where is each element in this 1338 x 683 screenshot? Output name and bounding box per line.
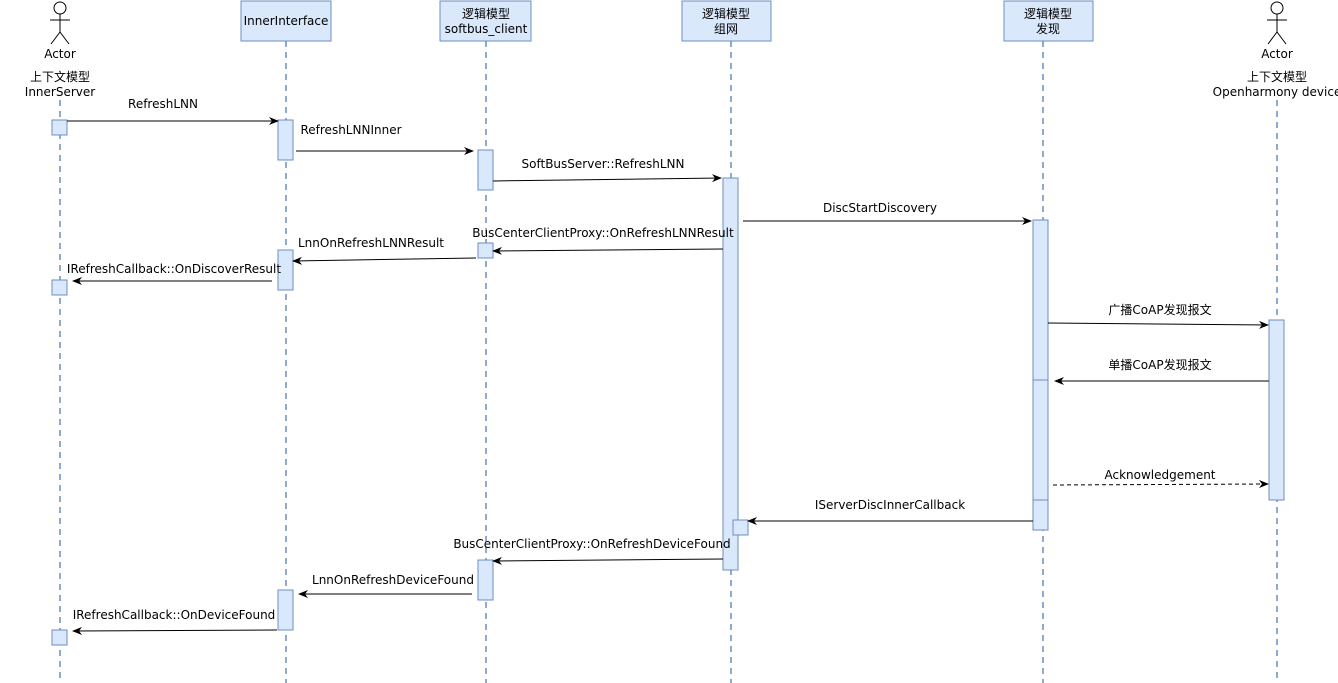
- actor-stereotype: Actor: [44, 47, 76, 61]
- actor-name-line1: 上下文模型: [1247, 69, 1307, 84]
- actor-name-line2: InnerServer: [25, 85, 95, 99]
- message-label: IRefreshCallback::OnDeviceFound: [73, 608, 276, 622]
- activation-bar: [477, 149, 494, 191]
- activation-bar: [1268, 319, 1285, 501]
- message-label: SoftBusServer::RefreshLNN: [522, 157, 685, 171]
- activation-bar: [51, 279, 68, 296]
- message-label: RefreshLNNInner: [300, 123, 401, 137]
- message-arrow: [492, 246, 724, 255]
- actor-inner-server: Actor 上下文模型 InnerServer: [25, 1, 95, 99]
- participant-label: 逻辑模型: [1024, 7, 1072, 21]
- participant-inner-interface: InnerInterface: [240, 0, 332, 42]
- message-arrow: [492, 174, 722, 183]
- activation-bar: [477, 242, 494, 259]
- stick-figure-icon: [50, 1, 70, 45]
- message-label: DiscStartDiscovery: [823, 201, 937, 215]
- activation-bar: [51, 119, 68, 136]
- stick-figure-icon: [1267, 1, 1287, 45]
- activation-bar: [732, 519, 749, 536]
- activation-bar: [277, 119, 294, 161]
- message-label: RefreshLNN: [128, 97, 198, 111]
- message-label: 单播CoAP发现报文: [1108, 357, 1211, 372]
- message-label: Acknowledgement: [1104, 468, 1215, 482]
- message-arrow: [72, 626, 278, 635]
- participant-discovery: 逻辑模型 发现: [1003, 0, 1094, 42]
- actor-name-line2: Openharmony device: [1213, 85, 1338, 99]
- activation-bar: [722, 177, 739, 571]
- participant-label: 逻辑模型: [702, 7, 750, 21]
- actor-name-line1: 上下文模型: [30, 69, 90, 84]
- activation-bar: [477, 559, 494, 601]
- message-label: BusCenterClientProxy::OnRefreshDeviceFou…: [453, 537, 730, 551]
- message-label: IRefreshCallback::OnDiscoverResult: [67, 262, 281, 276]
- participant-networking: 逻辑模型 组网: [681, 0, 772, 42]
- activation-bar: [277, 249, 294, 291]
- message-labels: RefreshLNN RefreshLNNInner SoftBusServer…: [67, 97, 1216, 622]
- message-arrow: [1052, 480, 1269, 489]
- participant-sublabel: 组网: [714, 22, 738, 36]
- message-label: 广播CoAP发现报文: [1108, 302, 1211, 317]
- actor-stereotype: Actor: [1261, 47, 1293, 61]
- message-arrow: [492, 556, 724, 565]
- activation-bar: [277, 589, 294, 631]
- actor-openharmony-device: Actor 上下文模型 Openharmony device: [1213, 1, 1338, 99]
- participant-softbus-client: 逻辑模型 softbus_client: [439, 0, 532, 42]
- message-label: LnnOnRefreshLNNResult: [298, 236, 444, 250]
- message-label: LnnOnRefreshDeviceFound: [312, 573, 474, 587]
- message-label: IServerDiscInnerCallback: [815, 498, 965, 512]
- participant-label: InnerInterface: [244, 14, 329, 28]
- activation-bars: [51, 119, 1285, 646]
- participant-sublabel: 发现: [1036, 21, 1060, 36]
- lifelines: [59, 41, 1278, 683]
- activation-bar: [51, 629, 68, 646]
- message-label: BusCenterClientProxy::OnRefreshLNNResult: [472, 226, 734, 240]
- message-arrow: [1047, 320, 1269, 329]
- message-arrow: [292, 256, 477, 265]
- activation-bar: [1032, 219, 1049, 531]
- participant-sublabel: softbus_client: [445, 22, 528, 36]
- participant-label: 逻辑模型: [462, 7, 510, 21]
- messages: [67, 117, 1269, 635]
